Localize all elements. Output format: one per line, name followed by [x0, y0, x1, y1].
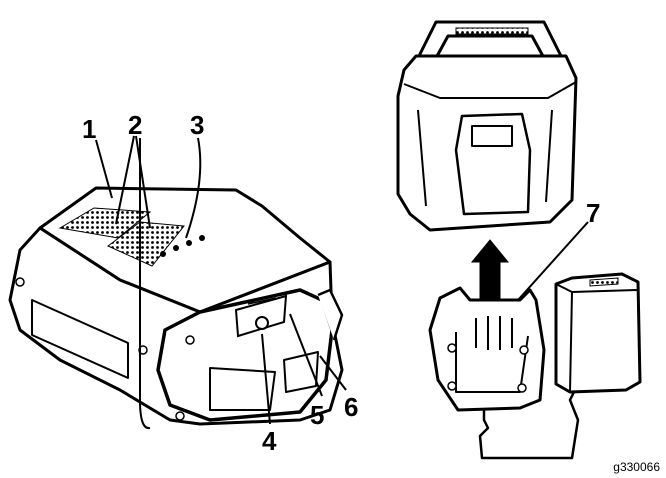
battery-pack: [8, 186, 344, 426]
leader-2a: [115, 135, 135, 225]
battery-vent-left: [58, 207, 152, 239]
callout-3: 3: [190, 110, 204, 140]
cradle-screws: [447, 343, 529, 393]
battery-handle: [416, 20, 564, 60]
led-1: [160, 251, 166, 257]
charger-cradle: [428, 286, 546, 412]
leader-1: [95, 139, 113, 199]
handle-grip: [455, 27, 529, 35]
battery-right-wing: [317, 288, 344, 341]
battery-front-recess: [209, 367, 276, 411]
callout-7: 7: [586, 198, 600, 228]
callout-5: 5: [310, 400, 324, 430]
leader-4: [261, 333, 271, 425]
leader-2c: [139, 138, 151, 430]
leader-7: [517, 221, 589, 301]
callout-1: 1: [82, 114, 96, 144]
leader-6: [319, 355, 347, 391]
battery-release-panel: [234, 294, 288, 338]
leader-3: [185, 137, 202, 239]
power-adapter: [554, 272, 642, 394]
led-3: [186, 240, 192, 246]
battery-removed: [396, 20, 578, 232]
callout-4: 4: [262, 426, 277, 456]
battery-vent-right: [107, 221, 185, 267]
led-2: [173, 245, 179, 251]
figure-id: g330066: [613, 460, 660, 474]
battery-side-panel: [31, 299, 129, 379]
leader-lines: [95, 135, 589, 430]
leader-2b: [135, 135, 151, 229]
charge-indicator-leds: [160, 235, 205, 257]
leader-5: [289, 313, 323, 397]
adapter-vent: [589, 277, 619, 287]
charger-cable: [478, 391, 580, 460]
callout-2: 2: [128, 110, 142, 140]
release-button: [255, 316, 269, 330]
callout-6: 6: [344, 392, 358, 422]
led-4: [199, 235, 205, 241]
